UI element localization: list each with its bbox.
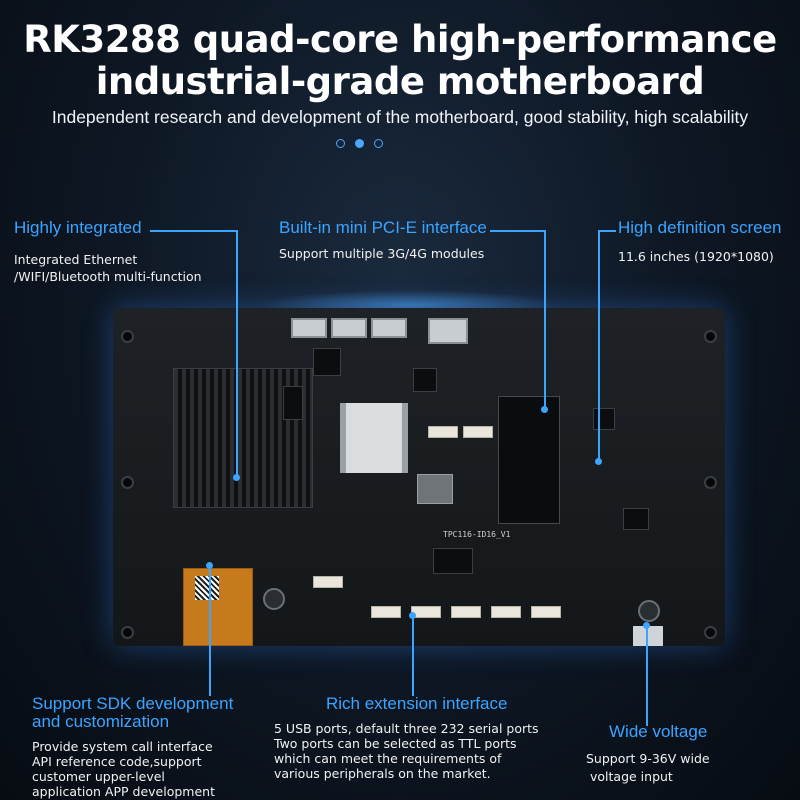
mount-hole: [121, 476, 134, 489]
callout-line: [490, 230, 546, 232]
power-jack: [428, 318, 468, 344]
callout-line: [646, 626, 648, 726]
chip: [283, 386, 303, 420]
feature-desc-sdk-2: API reference code,support: [32, 754, 202, 769]
feature-desc-voltage-1: Support 9-36V wide: [586, 751, 710, 766]
feature-title-voltage: Wide voltage: [609, 722, 708, 741]
motherboard-image: TPC116-ID16_V1: [113, 308, 725, 646]
feature-desc-sdk-4: application APP development: [32, 784, 215, 799]
mount-hole: [121, 626, 134, 639]
mount-hole: [704, 476, 717, 489]
callout-line: [412, 616, 414, 696]
chip: [313, 348, 341, 376]
feature-desc-voltage-2: voltage input: [590, 769, 673, 784]
sd-card-slot: [633, 626, 663, 646]
callout-line: [598, 230, 616, 232]
feature-title-screen: High definition screen: [618, 218, 782, 237]
usb-port: [371, 318, 407, 338]
connector: [491, 606, 521, 618]
callout-dot: [409, 612, 416, 619]
mini-pcie-slot: [498, 396, 560, 524]
feature-desc-integrated-1: Integrated Ethernet: [14, 252, 138, 267]
connector: [313, 576, 343, 588]
feature-desc-screen: 11.6 inches (1920*1080): [618, 249, 774, 264]
mount-hole: [704, 330, 717, 343]
carousel-pager: [336, 139, 392, 151]
callout-dot: [233, 474, 240, 481]
ribbon-cable: [340, 403, 408, 473]
feature-title-extension: Rich extension interface: [326, 694, 508, 713]
chip: [413, 368, 437, 392]
callout-line: [209, 566, 211, 696]
callout-dot: [595, 458, 602, 465]
connector: [463, 426, 493, 438]
feature-desc-sdk-1: Provide system call interface: [32, 739, 213, 754]
mount-hole: [121, 330, 134, 343]
board-silkscreen: TPC116-ID16_V1: [443, 530, 511, 539]
chip: [433, 548, 473, 574]
callout-dot: [643, 622, 650, 629]
callout-line: [150, 230, 238, 232]
feature-desc-extension-1: 5 USB ports, default three 232 serial po…: [274, 721, 539, 736]
feature-desc-integrated-2: /WIFI/Bluetooth multi-function: [14, 269, 202, 284]
pager-dot[interactable]: [336, 139, 345, 148]
callout-line: [544, 230, 546, 410]
pager-dot[interactable]: [374, 139, 383, 148]
callout-line: [236, 230, 238, 478]
feature-title-sdk-2: and customization: [32, 712, 170, 731]
page-subtitle: Independent research and development of …: [51, 107, 749, 127]
capacitor: [263, 588, 285, 610]
capacitor: [638, 600, 660, 622]
qr-code: [195, 576, 219, 600]
usb-port: [331, 318, 367, 338]
chip: [593, 408, 615, 430]
feature-title-pcie: Built-in mini PCI-E interface: [279, 218, 487, 237]
feature-desc-pcie: Support multiple 3G/4G modules: [279, 246, 485, 261]
feature-desc-sdk-3: customer upper-level: [32, 769, 165, 784]
callout-dot: [206, 562, 213, 569]
chip: [623, 508, 649, 530]
feature-desc-extension-4: various peripherals on the market.: [274, 766, 491, 781]
callout-dot: [541, 406, 548, 413]
connector: [531, 606, 561, 618]
feature-desc-extension-3: which can meet the requirements of: [274, 751, 502, 766]
feature-title-sdk-1: Support SDK development: [32, 694, 234, 713]
page-title-line-2: industrial-grade motherboard: [95, 60, 705, 103]
feature-desc-extension-2: Two ports can be selected as TTL ports: [274, 736, 517, 751]
connector: [451, 606, 481, 618]
usb-port: [291, 318, 327, 338]
pager-dot-active[interactable]: [355, 139, 364, 148]
mount-hole: [704, 626, 717, 639]
connector: [428, 426, 458, 438]
feature-title-integrated: Highly integrated: [14, 218, 142, 237]
callout-line: [598, 230, 600, 462]
page-title-line-1: RK3288 quad-core high-performance: [23, 18, 777, 61]
ethernet-port: [417, 474, 453, 504]
connector: [371, 606, 401, 618]
